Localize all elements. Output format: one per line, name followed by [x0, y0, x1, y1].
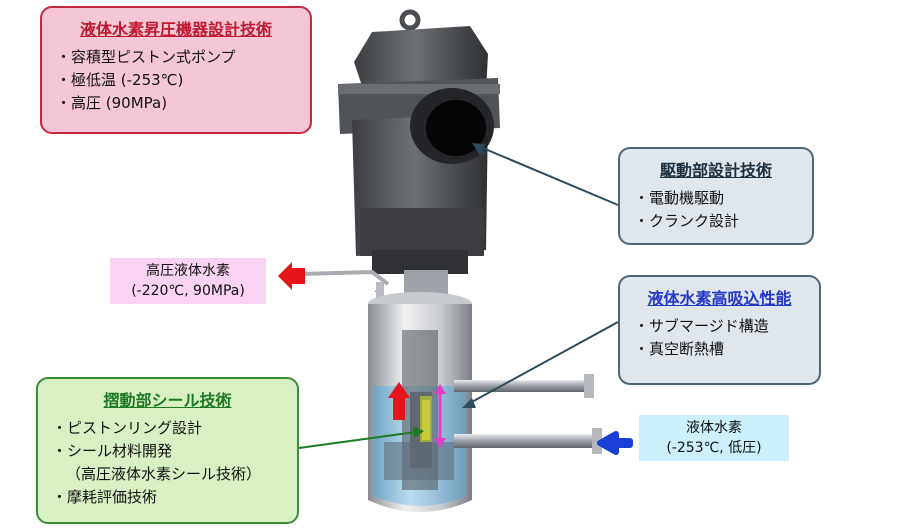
high-pressure-label: 高圧液体水素 (-220℃, 90MPa) — [110, 258, 266, 304]
high-pressure-label-line2: (-220℃, 90MPa) — [131, 283, 245, 299]
outlet-arrow-icon — [278, 262, 305, 290]
suction-tech-box: 液体水素高吸込性能 ・サブマージド構造 ・真空断熱槽 — [618, 275, 821, 385]
pump-tech-box: 液体水素昇圧機器設計技術 ・容積型ピストン式ポンプ ・極低温 (-253℃) ・… — [40, 6, 312, 134]
pump-tech-item: ・容積型ピストン式ポンプ — [56, 48, 236, 66]
seal-tech-title: 摺動部シール技術 — [103, 391, 232, 410]
drive-tech-title: 駆動部設計技術 — [659, 161, 772, 180]
absorb-leader-line — [469, 321, 619, 404]
piston-up-arrow-icon — [388, 382, 410, 420]
seal-tech-item: ・摩耗評価技術 — [52, 488, 158, 506]
seal-tech-item: ・シール材料開発 — [52, 442, 173, 460]
drive-tech-item: ・クランク設計 — [634, 212, 740, 230]
pump-tech-item: ・極低温 (-253℃) — [56, 71, 184, 89]
outlet-pipe — [299, 269, 390, 286]
liquid-hydrogen-label: 液体水素 (-253℃, 低圧) — [639, 415, 789, 461]
inlet-arrow-icon — [597, 431, 633, 455]
drive-leader-line — [477, 145, 619, 206]
suction-tech-title: 液体水素高吸込性能 — [647, 289, 792, 308]
drive-unit — [338, 9, 500, 274]
seal-leader-line — [298, 431, 417, 449]
seal-tech-item: （高圧液体水素シール技術） — [66, 465, 262, 483]
inlet-pipes — [454, 374, 602, 454]
suction-tech-item: ・真空断熱槽 — [634, 340, 725, 358]
pump-tech-title: 液体水素昇圧機器設計技術 — [79, 20, 272, 39]
pump-tech-item: ・高圧 (90MPa) — [56, 94, 168, 112]
liquid-hydrogen-label-line1: 液体水素 — [686, 420, 742, 436]
high-pressure-label-line1: 高圧液体水素 — [146, 263, 230, 279]
seal-tech-box: 摺動部シール技術 ・ピストンリング設計 ・シール材料開発 （高圧液体水素シール技… — [36, 377, 299, 524]
seal-tech-item: ・ピストンリング設計 — [52, 419, 203, 437]
liquid-hydrogen-label-line2: (-253℃, 低圧) — [666, 440, 762, 456]
drive-tech-item: ・電動機駆動 — [634, 189, 725, 207]
piston-stroke-arrow-icon — [434, 384, 446, 448]
suction-tech-item: ・サブマージド構造 — [634, 317, 769, 335]
drive-tech-box: 駆動部設計技術 ・電動機駆動 ・クランク設計 — [618, 147, 814, 245]
